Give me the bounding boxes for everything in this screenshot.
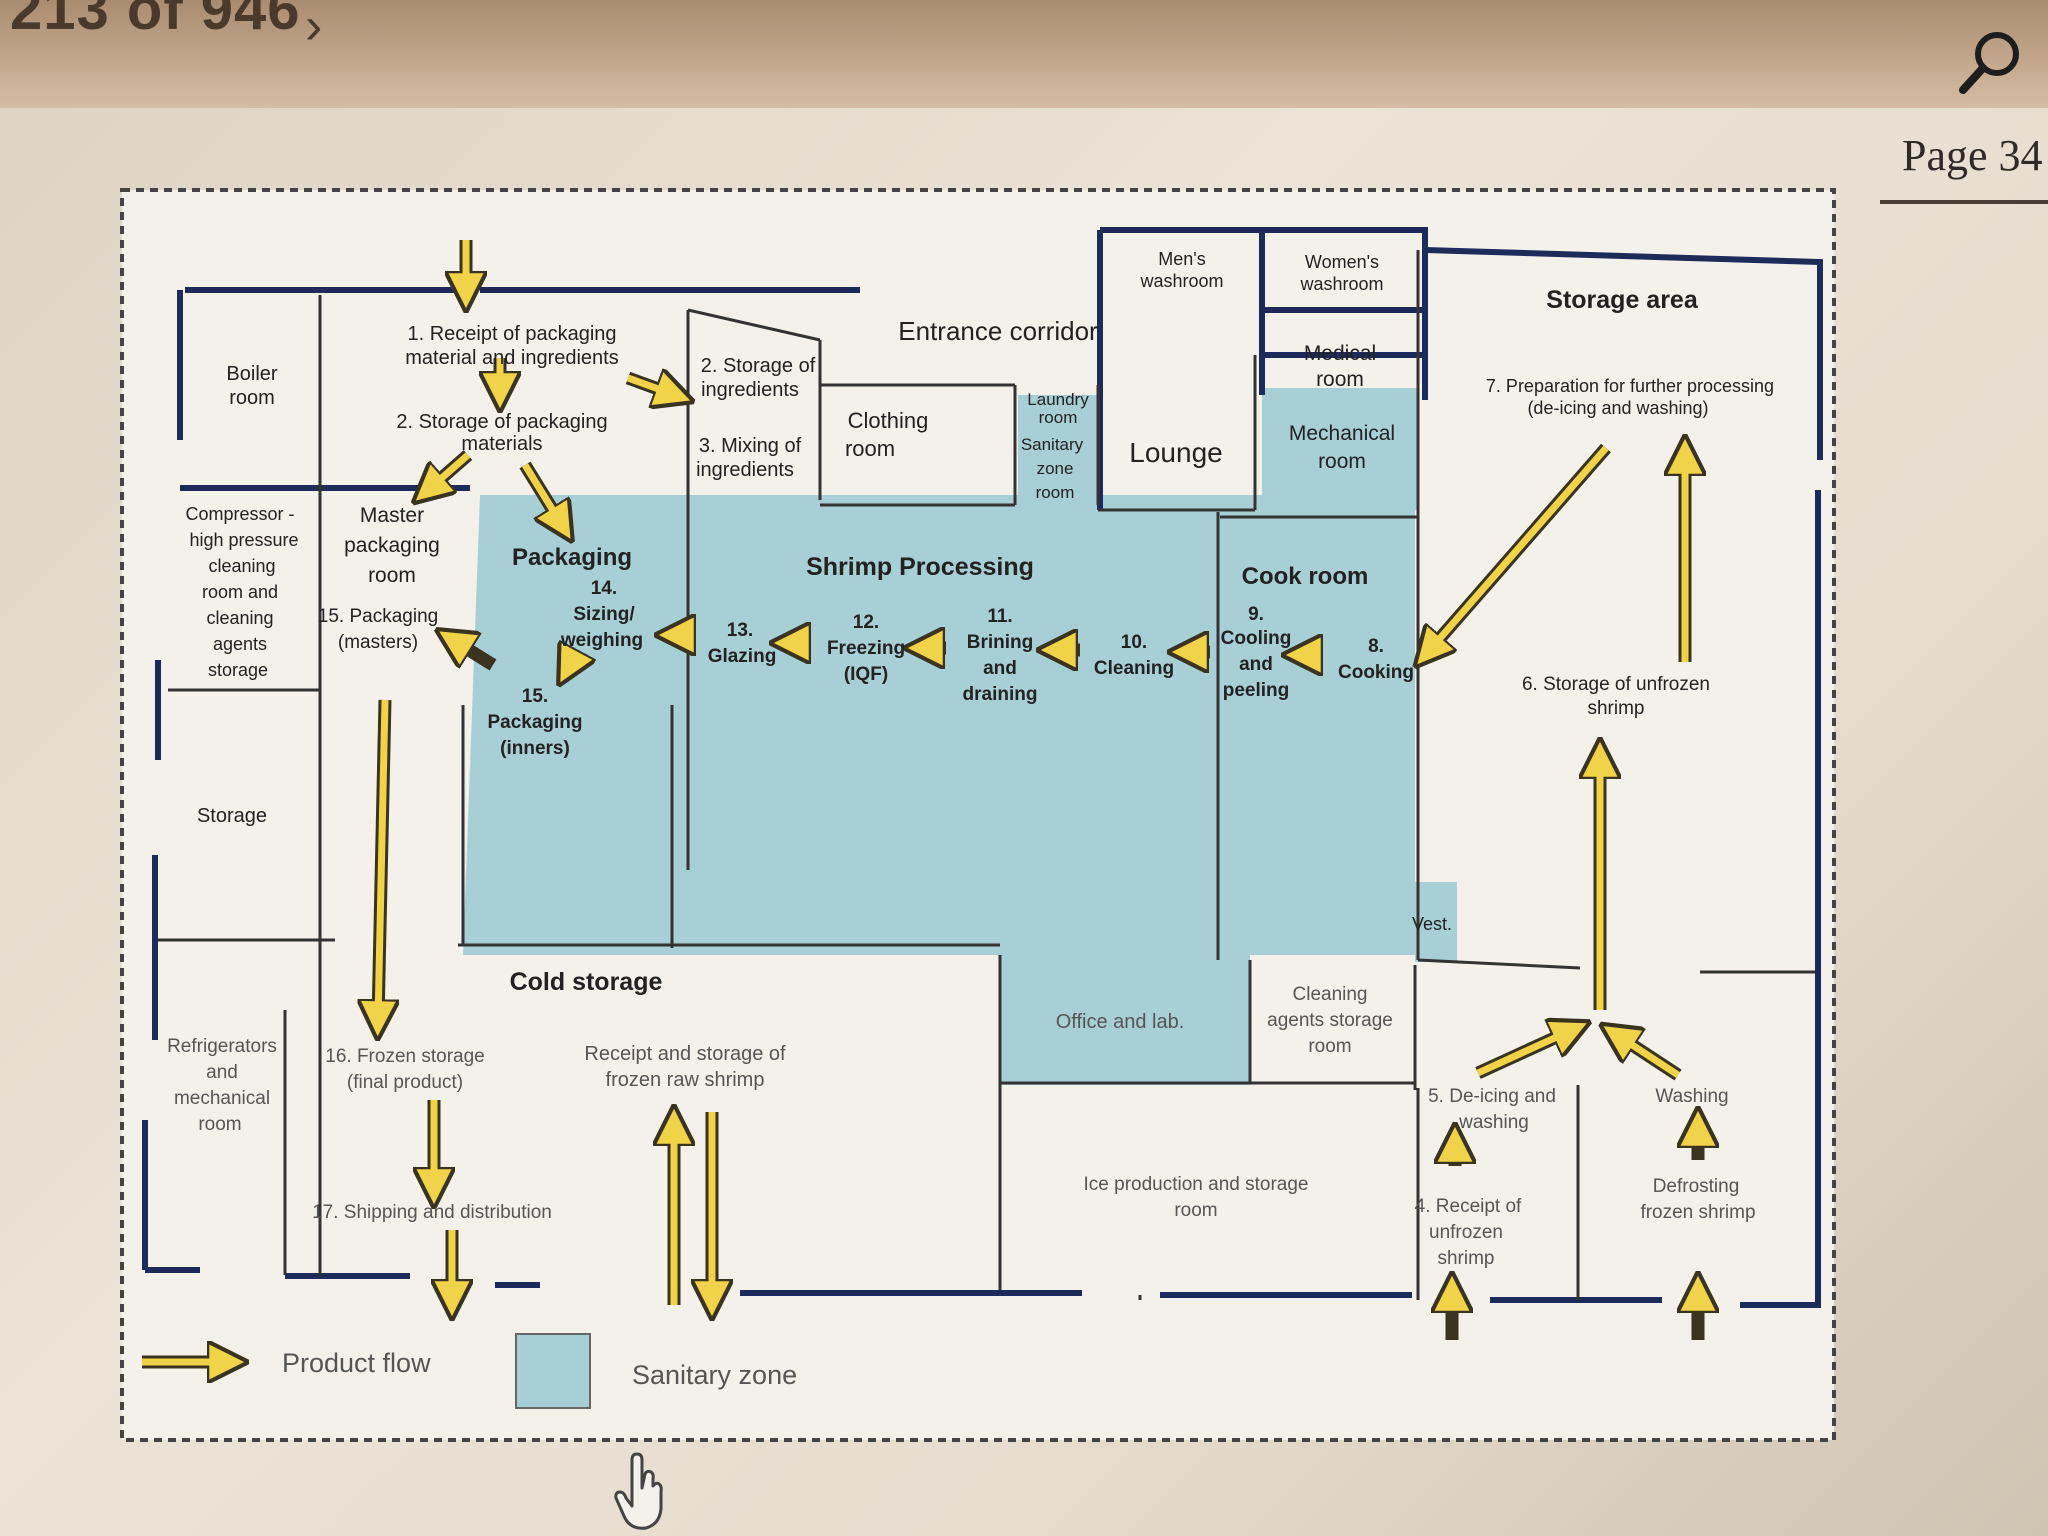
flow-arrow-to-masters xyxy=(453,640,497,671)
entrance-corridor-label: Entrance corridor xyxy=(898,316,1098,346)
shrimp-processing-label: Shrimp Processing xyxy=(806,553,1034,581)
step-freezing-label: 12.Freezing(IQF) xyxy=(827,612,905,685)
prep-further-label: 7. Preparation for further processing(de… xyxy=(1486,376,1774,418)
legend: Product flow Sanitary zone xyxy=(142,1333,797,1409)
step-cooking-label: 8.Cooking xyxy=(1338,636,1414,683)
storage-area-label: Storage area xyxy=(1546,286,1699,314)
page-number-label: Page 34 xyxy=(1902,131,2043,180)
flow-arrow-to-inners xyxy=(568,655,575,668)
vest-label: Vest. xyxy=(1412,914,1452,934)
step-inners-label: 15.Packaging(inners) xyxy=(487,686,582,759)
packaging-masters-label: 15. Packaging(masters) xyxy=(318,606,438,653)
office-lab-label: Office and lab. xyxy=(1056,1011,1185,1033)
cook-room-label: Cook room xyxy=(1242,563,1369,590)
storage-label: Storage xyxy=(197,805,267,827)
page-counter: 213 of 946 xyxy=(10,0,301,42)
chevron-right-icon[interactable]: › xyxy=(305,0,323,55)
legend-sanitary-zone-swatch xyxy=(515,1333,591,1409)
lounge-label: Lounge xyxy=(1129,437,1222,468)
interior-walls xyxy=(158,250,1815,1300)
legend-sanitary-zone-label: Sanitary zone xyxy=(632,1360,797,1390)
shipping-label: 17. Shipping and distribution xyxy=(312,1202,552,1223)
walls xyxy=(142,227,1823,1308)
frozen-storage-label: 16. Frozen storage(final product) xyxy=(325,1046,484,1093)
legend-product-flow-label: Product flow xyxy=(282,1348,431,1378)
step-cleaning-label: 10.Cleaning xyxy=(1094,632,1174,679)
viewer-toolbar: 213 of 946 › xyxy=(0,0,2048,108)
search-icon[interactable] xyxy=(1955,28,2025,98)
hand-pointer-icon xyxy=(614,1452,663,1530)
divider xyxy=(1880,200,2048,204)
step-sizing-label: 14.Sizing/weighing xyxy=(560,578,643,651)
step-glazing-label: 13.Glazing xyxy=(708,620,777,667)
cold-storage-label: Cold storage xyxy=(510,968,663,996)
packaging-label: Packaging xyxy=(512,544,632,571)
washing-label: Washing xyxy=(1655,1086,1728,1107)
